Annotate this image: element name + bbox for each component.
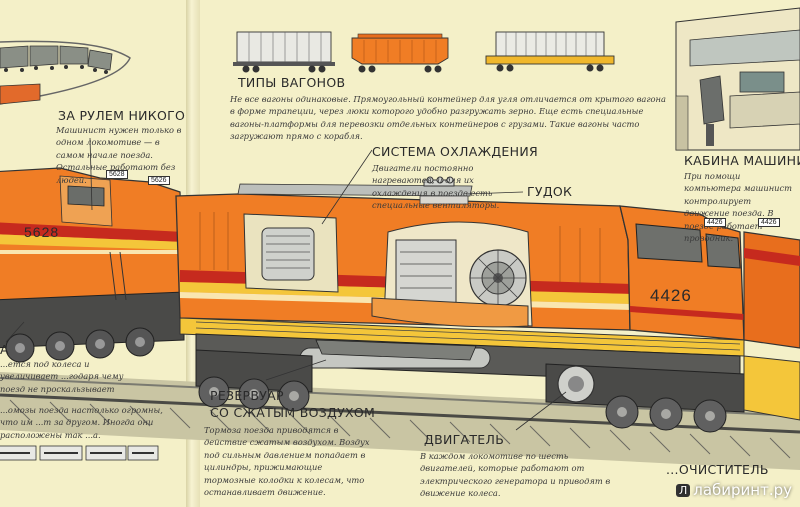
rear-cab-number: 5628 [106, 170, 128, 179]
brakes-left-paragraph: ...омозы поезда настолько огромны, что и… [0, 405, 163, 440]
wagon-types-paragraph: Не все вагоны одинаковые. Прямоугольный … [230, 94, 666, 142]
sand-title: А [0, 342, 9, 357]
cab-window [635, 223, 703, 263]
main-cab-number: 4426 [704, 218, 726, 227]
cooling-paragraph: Двигатели постоянно нагреваются, и для и… [372, 163, 500, 211]
cooling-text: Двигатели постоянно нагреваются, и для и… [372, 162, 522, 212]
fan-unit [261, 227, 315, 281]
front-truck [545, 363, 745, 433]
no-driver-text: Машинист нужен только в одном локомотиве… [56, 124, 184, 186]
reservoir-text: Тормоза поезда приводятся в действие сжа… [204, 424, 370, 499]
wagon-covered [351, 33, 449, 73]
cab-interior [675, 7, 800, 151]
engine-paragraph: В каждом локомотиве по шесть двигателей,… [420, 451, 611, 499]
wagon-container-flat [485, 31, 615, 72]
no-driver-paragraph: Машинист нужен только в одном локомотиве… [56, 125, 182, 185]
no-driver-title: ЗА РУЛЕМ НИКОГО [58, 108, 186, 123]
reservoir-paragraph: Тормоза поезда приводятся в действие сжа… [204, 425, 370, 498]
main-cab-number-2: 4426 [758, 218, 780, 227]
engine-text: В каждом локомотиве по шесть двигателей,… [420, 450, 620, 500]
sand-paragraph: ...ется под колеса и увеличивает ...года… [0, 359, 124, 394]
engine-title: ДВИГАТЕЛЬ [424, 432, 505, 447]
rear-cab-number-2: 5626 [148, 176, 170, 185]
sleepers [9, 399, 791, 459]
main-locomotive [175, 176, 800, 433]
diesel-engine [395, 239, 457, 307]
rear-truck [195, 349, 313, 412]
watermark-text: лабиринт.ру [693, 481, 792, 499]
sand-text: ...ется под колеса и увеличивает ...года… [0, 358, 150, 395]
rear-locomotive-number: 5628 [24, 224, 60, 240]
wagon-hopper [233, 31, 335, 73]
rear-locomotive [0, 167, 185, 363]
brakes-left-text: ...омозы поезда настолько огромны, что и… [0, 404, 166, 441]
wagon-types-text: Не все вагоны одинаковые. Прямоугольный … [230, 93, 670, 143]
reservoir-title-line1: РЕЗЕРВУАР [210, 388, 284, 403]
horn-title: ГУДОК [527, 184, 573, 199]
callout-lines [5, 137, 567, 431]
cab-title: КАБИНА МАШИНИСТА [684, 153, 800, 168]
cab-paragraph: При помощи компьютера машинист контролир… [684, 171, 793, 244]
small-locomotives [0, 445, 159, 461]
cooling-title: СИСТЕМА ОХЛАЖДЕНИЯ [372, 144, 538, 159]
watermark-logo-icon: Л [675, 484, 691, 497]
wagon-types-title: ТИПЫ ВАГОНОВ [238, 75, 346, 90]
cab-text: При помощи компьютера машинист контролир… [684, 170, 796, 245]
reservoir-title-line2: СО СЖАТЫМ ВОЗДУХОМ [210, 405, 376, 420]
main-locomotive-number: 4426 [650, 286, 692, 305]
coal-train-curve [0, 40, 131, 105]
cleaner-title: ...ОЧИСТИТЕЛЬ [666, 462, 769, 477]
